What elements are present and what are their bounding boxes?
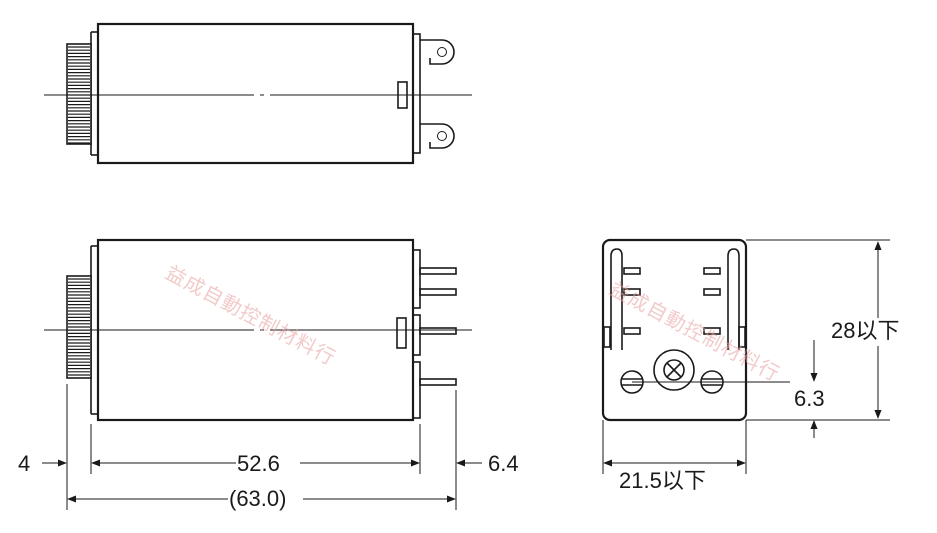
dim-height: 28以下 [831,318,900,343]
dim-offset-left: 4 [18,451,31,476]
relay-body-top [96,22,415,165]
dim-body-length: 52.6 [237,451,280,476]
side-view [44,238,472,422]
pins-side [419,267,457,386]
pin-slots-front [623,267,721,335]
tab-terminal-lower [420,123,455,149]
side-tab-side [396,317,407,349]
knurled-knob-side [66,275,92,379]
top-view [44,22,472,165]
dim-width: 21.5以下 [619,468,706,493]
tab-terminal-upper [420,39,455,65]
relay-front-body [601,238,748,422]
center-screw [653,349,695,391]
terminal-base-top [412,33,421,154]
dim-terminal-length: 6.4 [488,451,519,476]
dim-total-length: (63.0) [229,486,287,511]
front-dimensions [602,239,890,474]
dim-pin-offset: 6.3 [794,386,825,411]
right-latch-slot [727,248,740,350]
front-view [601,238,790,422]
side-dimensions [42,384,482,510]
left-latch-slot [610,248,623,350]
knurled-knob-top [66,43,92,145]
